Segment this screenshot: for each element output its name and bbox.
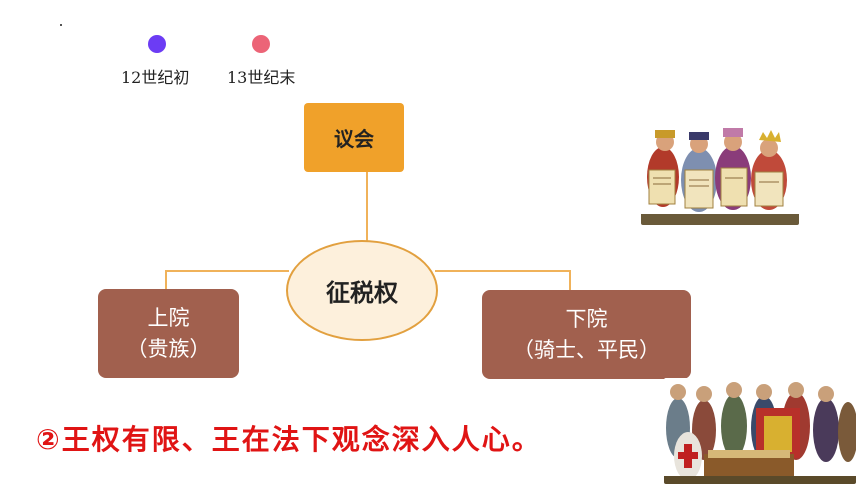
legend-dot-purple: [148, 35, 166, 53]
legend-label-13th-century: 13世纪末: [227, 68, 296, 87]
lower-house-subtitle: （骑士、平民）: [513, 337, 660, 362]
conclusion-text: ②王权有限、王在法下观念深入人心。: [36, 423, 542, 456]
legend-label-12th-century: 12世纪初: [121, 68, 190, 87]
legend-dot-pink: [252, 35, 270, 53]
taxation-power-label: 征税权: [326, 279, 398, 307]
parliament-label: 议会: [334, 127, 374, 151]
connector-right: [435, 270, 571, 290]
connector-left: [165, 270, 289, 289]
upper-house-title: 上院: [147, 306, 190, 331]
lower-house-node: 下院 （骑士、平民）: [482, 290, 691, 379]
tiny-mark: [60, 24, 62, 26]
upper-house-node: 上院 （贵族）: [98, 289, 239, 378]
taxation-power-node: 征税权: [286, 240, 438, 341]
lower-house-title: 下院: [565, 307, 608, 332]
medieval-court-illustration: [664, 378, 856, 484]
medieval-nobles-illustration: [641, 122, 799, 225]
parliament-node: 议会: [304, 103, 404, 172]
upper-house-subtitle: （贵族）: [126, 336, 211, 361]
